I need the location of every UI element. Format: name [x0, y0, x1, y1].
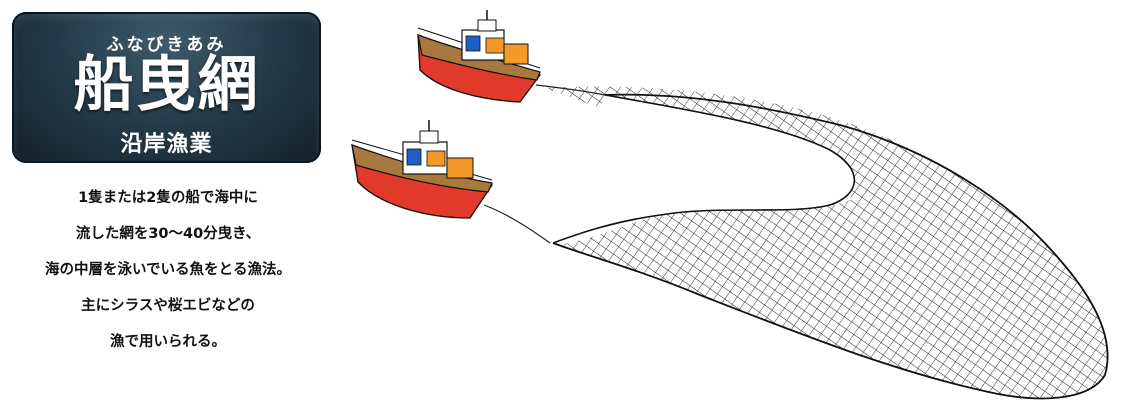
tow-line-bottom: [483, 204, 551, 244]
boat-bottom: [351, 120, 494, 219]
description-line: 海の中層を泳いでいる魚をとる漁法。: [44, 262, 292, 278]
title-card: ふなびきあみ 船曳網 沿岸漁業: [12, 12, 321, 163]
net-outline: [552, 93, 1109, 400]
title-subtitle: 沿岸漁業: [120, 132, 213, 157]
net-inner-edge: [552, 94, 856, 244]
description-line: 主にシラスや桜エビなどの: [81, 298, 255, 314]
page-title: 船曳網: [73, 50, 260, 120]
description-line: 1隻または2隻の船で海中に: [78, 190, 258, 206]
title-ruby: ふなびきあみ: [106, 35, 227, 55]
fishing-net-illustration: [351, 10, 1109, 400]
description: 1隻または2隻の船で海中に 流した網を30～40分曳き、 海の中層を泳いでいる魚…: [8, 180, 328, 360]
boat-top: [417, 10, 542, 103]
description-line: 漁で用いられる。: [110, 334, 226, 350]
description-line: 流した網を30～40分曳き、: [75, 226, 261, 242]
